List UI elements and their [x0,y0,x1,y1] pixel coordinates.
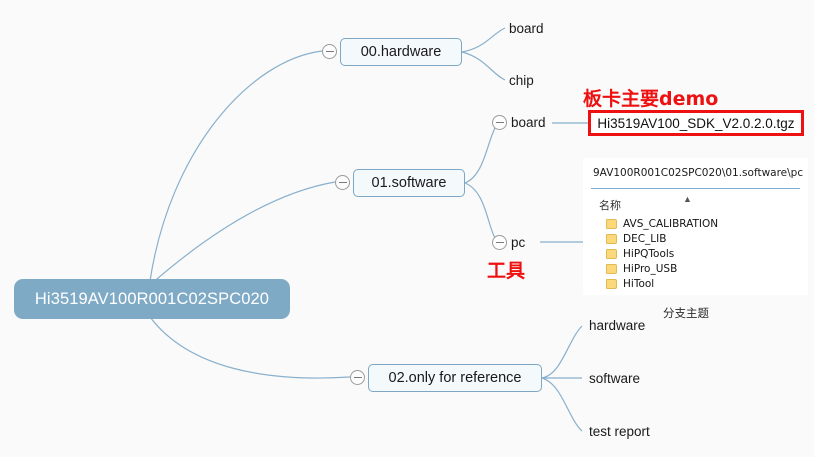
leaf-node-chip[interactable]: chip [509,73,534,88]
edge-root-hardware [149,50,323,282]
annotation-board-demo: 板卡主要demo [583,88,719,110]
list-item-label: AVS_CALIBRATION [623,217,719,230]
edge-software-board [464,123,498,184]
branch-topic-caption: 分支主题 [663,306,709,320]
edge-hardware-chip [461,51,506,81]
folder-icon [606,248,617,259]
file-explorer-panel: 9AV100R001C02SPC020\01.software\pc 名称 ▲ … [583,158,808,295]
sdk-file-label: Hi3519AV100_SDK_V2.0.2.0.tgz [597,115,795,131]
list-item-label: HiTool [623,277,655,290]
branch-node-hardware[interactable]: 00.hardware [340,38,462,66]
leaf-node-board-software[interactable]: board [511,115,546,130]
leaf-node-pc[interactable]: pc [511,235,526,250]
branch-node-software[interactable]: 01.software [353,169,465,197]
file-explorer-path: 9AV100R001C02SPC020\01.software\pc [593,167,804,179]
file-explorer-list: AVS_CALIBRATION DEC_LIB HiPQTools HiPro_… [583,216,808,291]
annotation-tools: 工具 [487,260,526,282]
branch-node-hardware-label: 00.hardware [360,44,442,60]
collapse-toggle-board-minus-circle-icon[interactable] [492,115,507,130]
branch-node-reference-label: 02.only for reference [388,370,522,386]
collapse-toggle-hardware-minus-circle-icon[interactable] [322,44,337,59]
edge-reference-hardware [541,325,583,379]
list-item-label: DEC_LIB [623,232,667,245]
leaf-node-hardware[interactable]: hardware [589,318,646,333]
file-explorer-column-header-name[interactable]: 名称 [599,199,621,212]
edge-software-pc [464,182,498,242]
list-item[interactable]: HiTool [583,276,808,291]
edge-root-reference [149,316,351,379]
file-explorer-divider [591,188,800,189]
folder-icon [606,278,617,289]
collapse-toggle-reference-minus-circle-icon[interactable] [350,370,365,385]
list-item[interactable]: HiPro_USB [583,261,808,276]
folder-icon [606,263,617,274]
edge-reference-testreport [541,377,583,432]
list-item[interactable]: DEC_LIB [583,231,808,246]
list-item[interactable]: AVS_CALIBRATION [583,216,808,231]
list-item-label: HiPro_USB [623,262,678,275]
leaf-node-software[interactable]: software [589,371,641,386]
edge-root-software [149,181,336,286]
list-item[interactable]: HiPQTools [583,246,808,261]
folder-icon [606,233,617,244]
collapse-toggle-software-minus-circle-icon[interactable] [335,175,350,190]
branch-node-software-label: 01.software [371,175,447,191]
list-item-label: HiPQTools [623,247,675,260]
edge-hardware-board [461,27,506,53]
sdk-file-highlight-box[interactable]: Hi3519AV100_SDK_V2.0.2.0.tgz [588,110,804,136]
sort-ascending-chevron-icon[interactable]: ▲ [683,194,692,204]
root-node[interactable]: Hi3519AV100R001C02SPC020 [14,279,290,319]
collapse-toggle-pc-minus-circle-icon[interactable] [492,235,507,250]
branch-node-reference[interactable]: 02.only for reference [368,364,542,392]
folder-icon [606,218,617,229]
leaf-node-board-hardware[interactable]: board [509,21,544,36]
leaf-node-test-report[interactable]: test report [589,424,650,439]
root-node-label: Hi3519AV100R001C02SPC020 [34,289,270,308]
